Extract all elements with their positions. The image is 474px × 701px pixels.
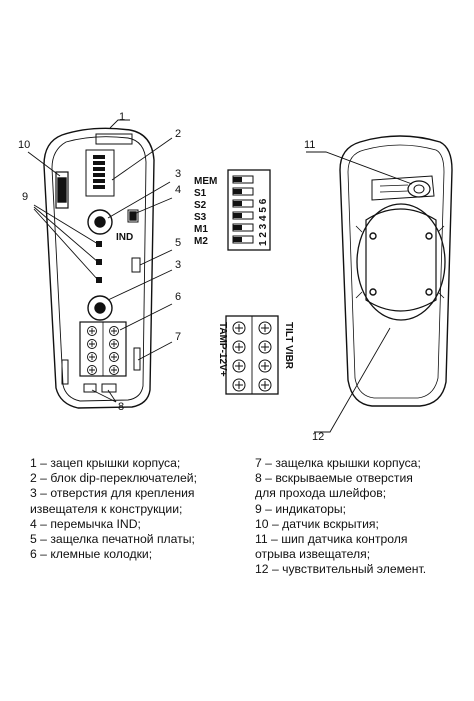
leader-lines-right — [306, 151, 413, 433]
detector-base-view — [43, 127, 155, 409]
dip-label-m2: M2 — [194, 236, 208, 247]
legend-item: 6 – клемные колодки; — [30, 547, 153, 562]
legend-left-column: 1 – зацеп крышки корпуса; 2 – блок dip-п… — [30, 456, 245, 562]
legend-item: для прохода шлейфов; — [255, 486, 387, 501]
device-diagram: 1 2 3 4 IND 5 3 6 7 8 10 9 1 2 3 — [18, 111, 453, 443]
terminal-label-right: TILT VIBR — [283, 322, 294, 370]
legend-item: извещателя к конструкции; — [30, 501, 183, 516]
callout-7: 7 — [175, 331, 181, 343]
dip-switch-detail: 1 2 3 4 5 6 MEM S1 S2 S3 M1 M2 — [194, 169, 271, 251]
callout-10: 10 — [18, 139, 30, 151]
terminal-label-left: TAMP-12V+ — [217, 322, 228, 377]
legend-right-column: 7 – защелка крышки корпуса; 8 – вскрывае… — [255, 456, 470, 578]
pcb-terminals — [87, 326, 119, 375]
legend-item: 7 – защелка крышки корпуса; — [255, 456, 421, 470]
legend-item: 9 – индикаторы; — [255, 501, 347, 516]
dip-label-s1: S1 — [194, 188, 207, 199]
callout-12: 12 — [312, 431, 324, 443]
legend-item: 10 – датчик вскрытия; — [255, 516, 379, 531]
callout-6: 6 — [175, 291, 181, 303]
callout-1: 1 — [119, 111, 125, 123]
legend-item: 4 – перемычка IND; — [30, 516, 141, 531]
leader-lines-left — [27, 119, 173, 403]
dip-label-mem: MEM — [194, 176, 217, 187]
legend-item: 5 – защелка печатной платы; — [30, 532, 195, 547]
legend-item: 8 – вскрываемые отверстия — [255, 471, 413, 486]
legend-item: 11 – шип датчика контроля — [255, 532, 408, 547]
callout-3-upper: 3 — [175, 168, 181, 180]
legend-item: 3 – отверстия для крепления — [30, 486, 195, 501]
legend-item: 1 – зацеп крышки корпуса; — [30, 456, 181, 470]
pcb-dip-switches — [93, 155, 105, 189]
dip-label-m1: M1 — [194, 224, 208, 235]
legend-item: отрыва извещателя; — [255, 547, 371, 562]
legend-item: 2 – блок dip-переключателей; — [30, 471, 197, 486]
callout-3-lower: 3 — [175, 259, 181, 271]
callout-9: 9 — [22, 191, 28, 203]
legend-item: 12 – чувствительный элемент. — [255, 562, 427, 577]
terminal-block-detail: TAMP-12V+ TILT VIBR — [217, 315, 294, 395]
callout-2: 2 — [175, 128, 181, 140]
dip-label-s3: S3 — [194, 212, 207, 223]
callout-5: 5 — [175, 237, 181, 249]
callout-4: 4 — [175, 184, 181, 196]
dip-label-s2: S2 — [194, 200, 207, 211]
detector-rear-view — [339, 135, 453, 407]
ind-label: IND — [116, 232, 133, 243]
callout-11: 11 — [304, 139, 315, 151]
callout-8: 8 — [118, 401, 124, 413]
callouts-left: 1 2 3 4 IND 5 3 6 7 8 10 9 — [18, 111, 181, 413]
dip-numbers: 1 2 3 4 5 6 — [258, 198, 269, 246]
